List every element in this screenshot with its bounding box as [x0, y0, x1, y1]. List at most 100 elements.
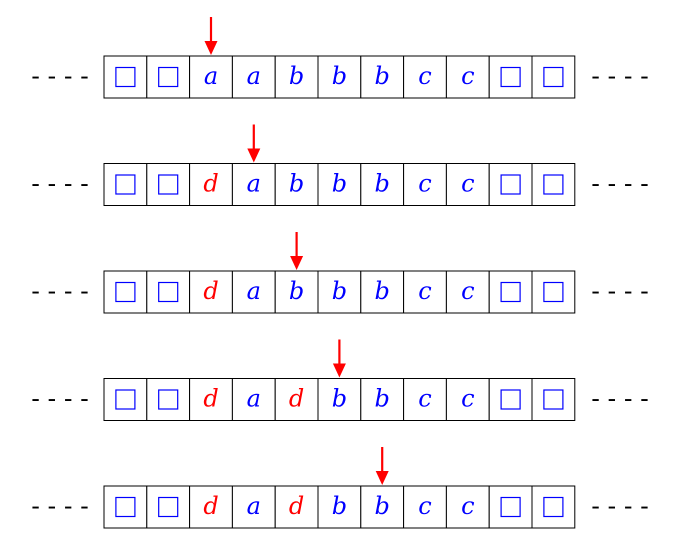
blank-symbol-icon	[543, 389, 564, 410]
tape-cell: c	[403, 485, 447, 529]
tape-cell: c	[445, 55, 490, 99]
tape-symbol: b	[375, 277, 390, 305]
tape-symbol: d	[203, 170, 218, 198]
tape-cell: c	[445, 485, 490, 529]
blank-symbol-icon	[158, 66, 179, 88]
tape-symbol: c	[418, 277, 431, 305]
tape-cell-border	[146, 378, 191, 421]
tape-cell	[531, 485, 576, 529]
tape-cell-border	[488, 55, 533, 99]
tape-cell: b	[360, 485, 405, 529]
tape-cell-border	[231, 485, 276, 529]
tape-cell: d	[189, 163, 233, 206]
tape-cell	[146, 55, 191, 99]
tape-symbol: b	[375, 492, 390, 520]
tape-cell-border	[317, 55, 362, 99]
tape-cell: a	[231, 163, 276, 206]
blank-symbol-icon	[543, 281, 564, 303]
tape-cell: d	[189, 485, 233, 529]
tape-cell: c	[445, 378, 490, 421]
tape-cell: b	[274, 163, 319, 206]
tape-cell	[488, 163, 533, 206]
tape-cell-border	[146, 270, 191, 314]
tape-cell: b	[317, 163, 362, 206]
tape-cell-border	[103, 378, 148, 421]
tape-cell	[488, 55, 533, 99]
tape-symbol: c	[461, 62, 474, 90]
blank-symbol-icon	[500, 389, 521, 410]
tape-symbol: b	[332, 492, 347, 520]
tape-cell-border	[445, 270, 490, 314]
tape-cell: d	[189, 378, 233, 421]
blank-symbol-icon	[158, 281, 179, 303]
tape-right-dashes: - - - -	[591, 277, 649, 305]
tape-cell: c	[445, 270, 490, 314]
tape-cell-border	[103, 55, 148, 99]
tape-cell-border	[445, 55, 490, 99]
tape-cell-border	[274, 163, 319, 206]
tape-cell-border	[146, 55, 191, 99]
tape-cell-border	[488, 378, 533, 421]
tape-cell-border	[360, 270, 405, 314]
tape-cell: b	[317, 378, 362, 421]
tape-symbol: d	[203, 277, 218, 305]
tape-cell-border	[445, 485, 490, 529]
blank-symbol-icon	[115, 281, 136, 303]
tape-symbol: b	[375, 385, 390, 413]
tape-cell-border	[531, 485, 576, 529]
tape-symbol: c	[461, 385, 474, 413]
tape-cell: a	[231, 485, 276, 529]
tape-cell-border	[231, 163, 276, 206]
tape-left-dashes: - - - -	[31, 170, 89, 198]
tape-cell-border	[360, 485, 405, 529]
blank-symbol-icon	[115, 66, 136, 88]
tape-cell-border	[360, 378, 405, 421]
tape-symbol: c	[461, 492, 474, 520]
tape-symbol: b	[332, 170, 347, 198]
tape-cell-border	[403, 163, 447, 206]
tape-symbol: b	[375, 62, 390, 90]
tape-cell-border	[274, 378, 319, 421]
tape-left-dashes: - - - -	[31, 277, 89, 305]
head-arrow-icon	[247, 124, 261, 163]
tape-cell: a	[231, 378, 276, 421]
tape-cell-border	[103, 270, 148, 314]
tape-symbol: c	[461, 277, 474, 305]
blank-symbol-icon	[115, 174, 136, 195]
tape-symbol: d	[203, 492, 218, 520]
blank-symbol-icon	[500, 496, 521, 518]
blank-symbol-icon	[543, 66, 564, 88]
tape-cell: c	[403, 378, 447, 421]
tape-symbol: b	[375, 170, 390, 198]
tape-cell-border	[146, 485, 191, 529]
tape-cell-border	[189, 270, 233, 314]
tape-cell: a	[231, 55, 276, 99]
tape-right-dashes: - - - -	[591, 492, 649, 520]
tape-cell-border	[531, 270, 576, 314]
tape-right-dashes: - - - -	[591, 170, 649, 198]
tape-cell: d	[274, 485, 319, 529]
tape-cell-border	[531, 163, 576, 206]
tape-cell	[146, 163, 191, 206]
tape-cell	[103, 485, 148, 529]
tape-cell-border	[274, 55, 319, 99]
tape-symbol: a	[204, 62, 218, 90]
tape-cell-border	[531, 55, 576, 99]
tape-cell: b	[360, 378, 405, 421]
tape-cell: c	[403, 270, 447, 314]
blank-symbol-icon	[500, 281, 521, 303]
tape-symbol: a	[247, 277, 261, 305]
tape-cell: b	[274, 55, 319, 99]
tape-cell	[531, 270, 576, 314]
tape-symbol: a	[247, 385, 261, 413]
tape-cell-border	[488, 485, 533, 529]
tape-cell: d	[189, 270, 233, 314]
tape-cell: b	[274, 270, 319, 314]
tape-cell-border	[274, 270, 319, 314]
tape-symbol: b	[332, 277, 347, 305]
tape-cell-border	[103, 485, 148, 529]
head-arrow-icon	[204, 17, 218, 55]
tape-symbol: b	[289, 170, 304, 198]
